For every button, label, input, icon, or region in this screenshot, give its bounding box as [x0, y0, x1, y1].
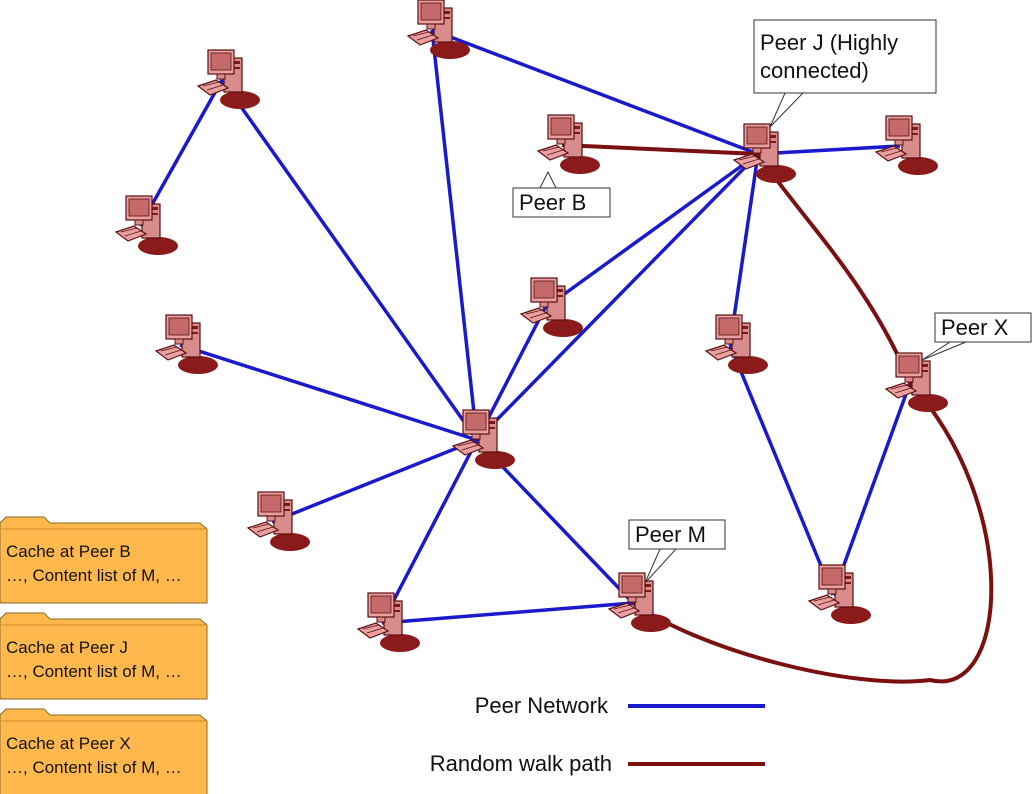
- computer-icon-p_left_mid: [155, 314, 219, 375]
- link-p_top_left-p_hub: [220, 78, 479, 442]
- cache-folder-peer-j: Cache at Peer J …, Content list of M, …: [0, 612, 208, 700]
- link-p_left_mid-p_hub: [179, 343, 478, 442]
- cache-folder-peer-b: Cache at Peer B …, Content list of M, …: [0, 516, 208, 604]
- callout-peer-b: Peer B: [512, 170, 611, 218]
- link-p_top_left-p_left_low: [138, 79, 224, 227]
- peer-computers: [115, 0, 949, 653]
- random-walk-curve: [561, 143, 994, 684]
- callout-peer-x: Peer X: [921, 312, 1032, 361]
- computer-icon-p_top_center: [407, 0, 471, 60]
- computer-icon-p_x: [885, 352, 949, 413]
- cache-title: Cache at Peer B: [6, 542, 131, 561]
- computer-icon-p_bottom_right: [808, 564, 872, 625]
- cache-content: …, Content list of M, …: [6, 758, 182, 777]
- link-p_hub-p_bottom_left: [380, 439, 479, 624]
- callout-peer-j: Peer J (Highly connected): [753, 19, 937, 128]
- random-walk-path: [561, 143, 994, 684]
- callout-peer-b-text: Peer B: [519, 190, 586, 215]
- legend-random-walk-label: Random walk path: [430, 751, 612, 776]
- cache-folder-peer-x: Cache at Peer X …, Content list of M, …: [0, 708, 208, 794]
- link-p_lower_left-p_hub: [271, 438, 478, 524]
- link-p_j-p_mid: [543, 152, 760, 310]
- cache-content: …, Content list of M, …: [6, 566, 182, 585]
- link-p_j-p_right_mid: [728, 153, 760, 346]
- callout-peer-m: Peer M: [628, 519, 726, 584]
- link-p_j-p_hub: [475, 152, 760, 442]
- computer-icon-p_lower_left: [247, 491, 311, 552]
- callout-peer-j-line2: connected): [760, 58, 869, 83]
- legend: Peer Network Random walk path: [430, 693, 765, 776]
- computer-icon-p_right_mid: [705, 314, 769, 375]
- computer-icon-p_left_low: [115, 195, 179, 256]
- callout-peer-m-text: Peer M: [635, 522, 706, 547]
- callout-peer-x-text: Peer X: [941, 315, 1009, 340]
- callout-peer-j-line1: Peer J (Highly: [760, 30, 898, 55]
- legend-peer-network-label: Peer Network: [475, 693, 609, 718]
- peer-network-links: [138, 28, 912, 625]
- link-p_bottom_left-p_m: [381, 601, 634, 625]
- link-p_right_mid-p_bottom_right: [728, 344, 835, 596]
- cache-content: …, Content list of M, …: [6, 662, 182, 681]
- link-p_top_center-p_hub: [430, 29, 479, 441]
- computer-icon-p_bottom_left: [357, 592, 421, 653]
- cache-title: Cache at Peer J: [6, 638, 128, 657]
- cache-title: Cache at Peer X: [6, 734, 131, 753]
- link-p_top_center-p_j: [431, 28, 759, 156]
- link-p_bottom_right-p_x: [831, 382, 912, 596]
- computer-icon-p_top_left: [197, 49, 261, 110]
- link-p_j-p_right_top: [757, 144, 901, 156]
